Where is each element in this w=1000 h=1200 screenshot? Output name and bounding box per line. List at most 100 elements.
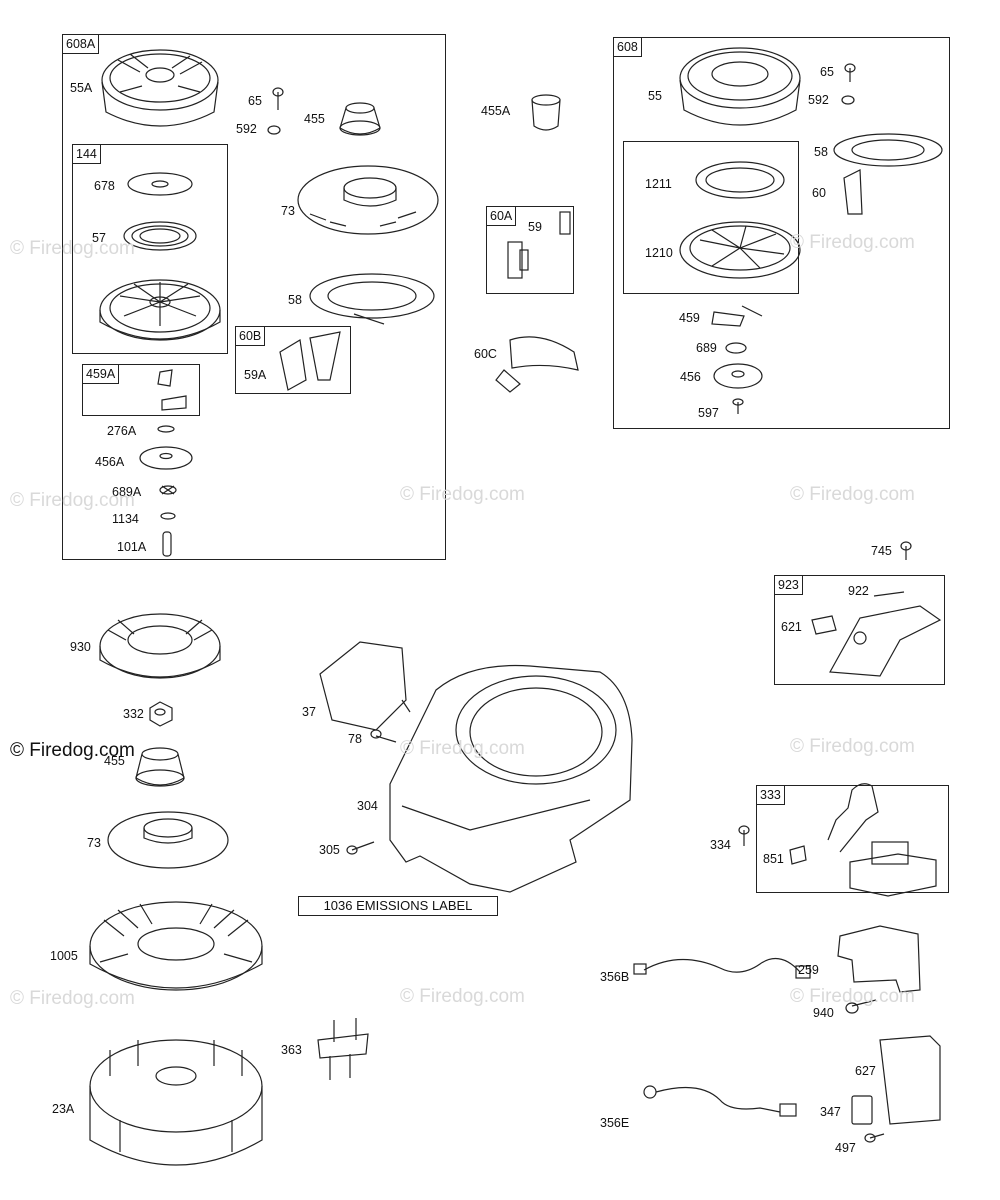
part-851-clip <box>789 845 807 865</box>
label-678: 678 <box>94 179 115 193</box>
label-1210: 1210 <box>645 246 673 260</box>
label-305: 305 <box>319 843 340 857</box>
label-73-lower: 73 <box>87 836 101 850</box>
part-1005-fan <box>89 901 263 991</box>
group-label: 608A <box>62 34 100 54</box>
label-1211: 1211 <box>645 177 672 191</box>
label-621: 621 <box>781 620 802 634</box>
group-label: 923 <box>774 575 803 595</box>
part-923-governor-control <box>811 591 942 677</box>
label-332: 332 <box>123 707 144 721</box>
part-497-screw <box>864 1133 885 1143</box>
group-923: 923 <box>774 575 945 685</box>
group-label: 144 <box>72 144 101 164</box>
label-58-right: 58 <box>814 145 828 159</box>
label-58: 58 <box>288 293 302 307</box>
group-label: 333 <box>756 785 785 805</box>
group-333: 333 <box>756 785 949 893</box>
label-1005: 1005 <box>50 949 78 963</box>
part-689-spring <box>725 342 747 354</box>
label-363: 363 <box>281 1043 302 1057</box>
group-144: 144 <box>72 144 228 354</box>
label-276A: 276A <box>107 424 137 438</box>
label-497: 497 <box>835 1141 856 1155</box>
part-930-rotating-screen <box>99 613 221 679</box>
label-304: 304 <box>357 799 378 813</box>
label-627: 627 <box>855 1064 876 1078</box>
label-689: 689 <box>696 341 717 355</box>
part-678-washer <box>127 172 193 196</box>
label-455: 455 <box>304 112 325 126</box>
label-59A: 59A <box>244 368 267 382</box>
part-356B-ground-wire <box>633 957 811 979</box>
part-65-screw-right <box>844 63 856 82</box>
label-597: 597 <box>698 406 719 420</box>
part-627-plate <box>879 1035 941 1125</box>
label-922: 922 <box>848 584 869 598</box>
label-347: 347 <box>820 1105 841 1119</box>
group-608-inner <box>623 141 799 294</box>
label-455A: 455A <box>481 104 511 118</box>
part-363-armature-bracket <box>317 1018 369 1080</box>
group-459A: 459A <box>82 364 200 416</box>
watermark: © Firedog.com <box>400 738 525 759</box>
label-59: 59 <box>528 220 542 234</box>
label-592-right: 592 <box>808 93 829 107</box>
part-57-rewind-spring <box>123 221 197 251</box>
part-597-screw <box>732 398 744 414</box>
label-356B: 356B <box>600 970 630 984</box>
label-73: 73 <box>281 204 295 218</box>
label-356E: 356E <box>600 1116 630 1130</box>
label-55A: 55A <box>70 81 93 95</box>
group-label: 459A <box>82 364 120 384</box>
part-940-screw <box>845 999 877 1014</box>
label-57: 57 <box>92 231 106 245</box>
watermark: © Firedog.com <box>790 986 915 1007</box>
part-592-nut-right <box>841 95 855 105</box>
watermark-prominent: © Firedog.com <box>10 740 135 761</box>
emissions-label-box: 1036 EMISSIONS LABEL <box>298 896 498 916</box>
part-456A-retainer <box>139 446 193 470</box>
label-1134: 1134 <box>112 512 139 526</box>
label-334: 334 <box>710 838 731 852</box>
part-459A-pawl <box>157 369 187 411</box>
label-60C: 60C <box>474 347 497 361</box>
watermark: © Firedog.com <box>400 484 525 505</box>
group-60A: 60A <box>486 206 574 294</box>
watermark: © Firedog.com <box>10 238 135 259</box>
part-73-debris-screen <box>297 165 439 235</box>
part-459-pawl <box>711 305 763 327</box>
group-608: 608 <box>613 37 950 429</box>
label-940: 940 <box>813 1006 834 1020</box>
part-1210-pulley <box>679 221 801 279</box>
part-58-starter-rope <box>309 273 435 325</box>
part-144-pulley <box>99 279 221 341</box>
part-55A-starter-cover <box>101 49 219 127</box>
label-851: 851 <box>763 852 784 866</box>
label-65-right: 65 <box>820 65 834 79</box>
watermark: © Firedog.com <box>790 484 915 505</box>
part-455A-starter-cup <box>531 94 561 131</box>
watermark: © Firedog.com <box>400 986 525 1007</box>
label-930: 930 <box>70 640 91 654</box>
part-37-air-guide <box>319 641 411 731</box>
label-745: 745 <box>871 544 892 558</box>
part-59-handle <box>507 211 571 279</box>
part-73-debris-screen-lower <box>107 811 229 869</box>
part-455-starter-cup-lower <box>135 747 185 787</box>
group-608A: 608A <box>62 34 446 560</box>
part-60-handle-right <box>843 169 863 215</box>
part-332-nut <box>149 701 173 727</box>
part-101A-pin <box>162 531 172 557</box>
watermark: © Firedog.com <box>10 988 135 1009</box>
group-60B: 60B <box>235 326 351 394</box>
label-23A: 23A <box>52 1102 75 1116</box>
part-333-ignition-armature <box>827 783 937 897</box>
part-334-screw <box>738 825 750 846</box>
part-60C-handle <box>495 336 579 393</box>
part-276A-washer <box>157 425 175 433</box>
group-label: 608 <box>613 37 642 57</box>
label-592: 592 <box>236 122 257 136</box>
